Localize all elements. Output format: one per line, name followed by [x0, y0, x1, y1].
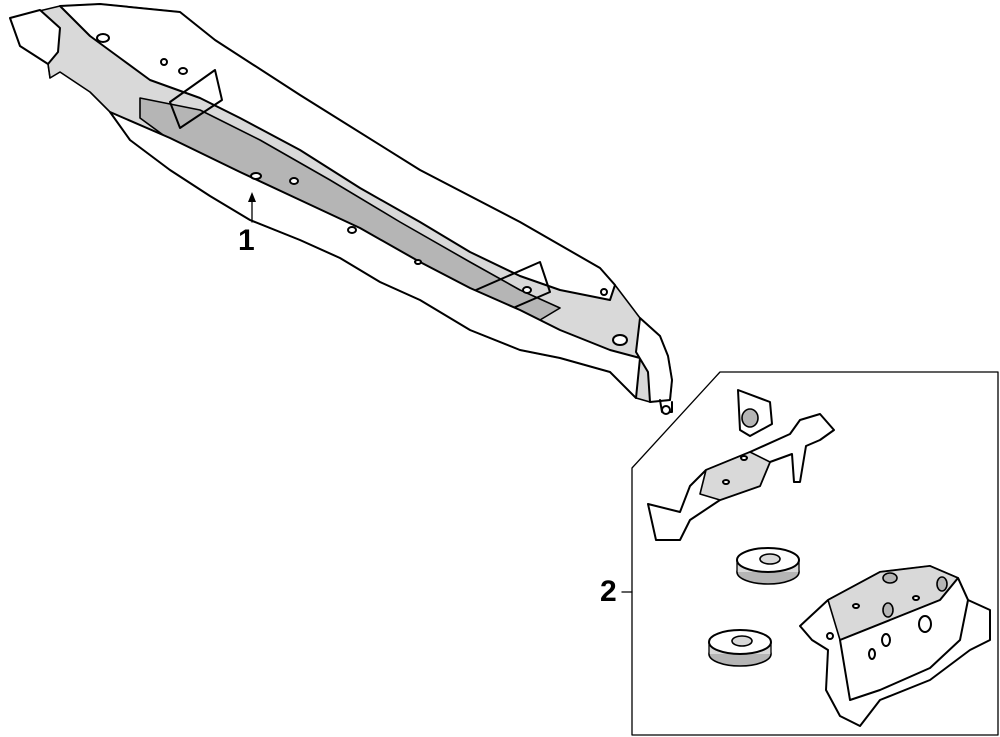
callout-1-arrowhead — [248, 192, 256, 202]
lower-bracket-face — [839, 577, 969, 701]
hole — [414, 259, 422, 265]
hole — [722, 479, 730, 485]
hole — [289, 177, 299, 185]
lower-bracket — [799, 565, 991, 727]
hole — [881, 633, 891, 647]
spacer-lower — [708, 629, 772, 667]
upper-bracket-face — [699, 451, 771, 501]
hole — [882, 602, 894, 618]
hole — [740, 455, 748, 461]
upper-bracket — [647, 389, 835, 541]
beam-left-end — [9, 9, 61, 65]
part-2-inset — [621, 371, 999, 736]
spacer-hole — [731, 635, 753, 647]
beam-rib-left — [169, 69, 223, 129]
hole — [912, 595, 920, 601]
beam-front-flange — [109, 111, 641, 399]
hole — [347, 226, 357, 234]
hole — [918, 615, 932, 633]
spacer-hole — [759, 553, 781, 565]
hole — [250, 172, 262, 180]
hole — [178, 67, 188, 75]
beam-left-tab — [47, 63, 51, 79]
beam-top-face — [59, 3, 616, 301]
hole — [936, 576, 948, 592]
upper-bracket-tab-hole — [741, 408, 759, 428]
callout-1: 1 — [238, 224, 255, 257]
hole — [612, 334, 628, 346]
spacer-upper — [736, 547, 800, 585]
hole — [600, 288, 608, 296]
hole — [522, 286, 532, 294]
hole — [826, 632, 834, 640]
hole — [882, 572, 898, 584]
callout-2: 2 — [600, 575, 617, 608]
beam-right-end — [635, 317, 673, 403]
beam-holes — [96, 33, 628, 346]
hole — [868, 648, 876, 660]
hole — [852, 603, 860, 609]
part-1-support-beam — [9, 3, 673, 415]
inset-frame — [631, 371, 999, 736]
hole — [96, 33, 110, 43]
hole — [160, 58, 168, 66]
beam-stud-head — [661, 405, 671, 415]
